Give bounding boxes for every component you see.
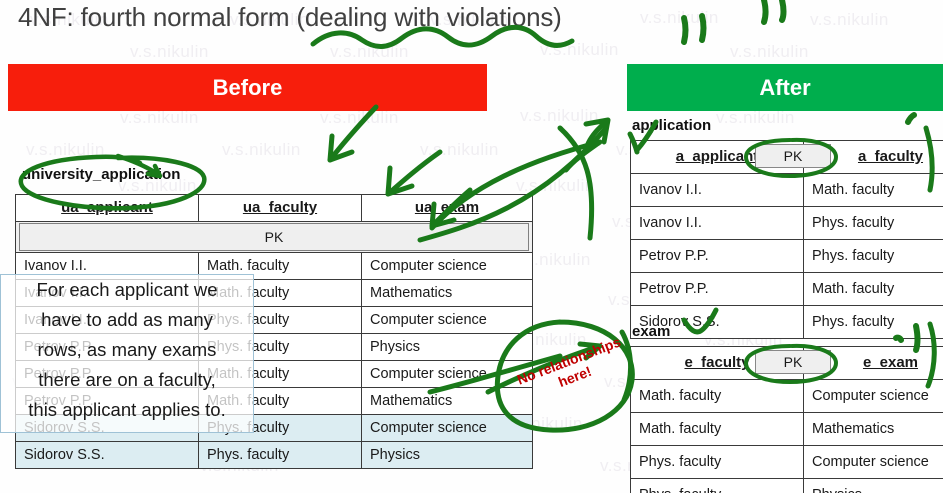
table-row: Math. faculty Computer science — [630, 379, 943, 413]
long-arrow-head-ink — [583, 117, 611, 153]
table-header-row: a_applicant a_faculty — [630, 140, 943, 174]
cell: Computer science — [803, 445, 943, 479]
callout-box: For each applicant we have to add as man… — [0, 274, 254, 433]
watermark-text: v.s.nikulin — [540, 40, 619, 59]
cell: Phys. faculty — [803, 239, 943, 273]
cell: Math. faculty — [630, 379, 804, 413]
pk-badge-application: PK — [755, 144, 831, 168]
arrow-head2-ink — [385, 165, 415, 197]
exam-table-name: exam — [632, 323, 671, 340]
page-title: 4NF: fourth normal form (dealing with vi… — [18, 2, 562, 32]
arrow-to-ua-exam-ink — [327, 104, 379, 163]
watermark-text: v.s.nikulin — [420, 140, 499, 159]
table-row: Phys. faculty Physics — [630, 478, 943, 493]
cell: Computer science — [361, 306, 533, 334]
banner-before: Before — [8, 64, 487, 111]
banner-before-label: Before — [212, 74, 283, 100]
watermark-text: v.s.nikulin — [640, 8, 719, 27]
cell: Math. faculty — [630, 412, 804, 446]
watermark-text: v.s.nikulin — [810, 10, 889, 29]
dot-right-application-ink — [905, 112, 917, 125]
table-header-row: ua_applicant ua_faculty ua_exam — [15, 194, 533, 222]
cell: Physics — [361, 333, 533, 361]
cell: Physics — [803, 478, 943, 493]
table-row: Phys. faculty Computer science — [630, 445, 943, 479]
pk-label: PK — [783, 148, 803, 164]
column-header: ua_exam — [361, 194, 533, 222]
top-flick-3-ink — [761, 0, 769, 25]
arrow-ua-exam-2-ink — [385, 149, 443, 197]
table-row: Ivanov I.I. Math. faculty — [630, 173, 943, 207]
watermark-text: v.s.nikulin — [716, 108, 795, 127]
cell: Computer science — [803, 379, 943, 413]
cell: Mathematics — [361, 279, 533, 307]
banner-after-label: After — [759, 74, 811, 100]
cell: Mathematics — [803, 412, 943, 446]
cell: Computer science — [361, 414, 533, 442]
cell: Computer science — [361, 360, 533, 388]
pk-badge: PK — [15, 221, 533, 253]
pk-label: PK — [19, 223, 529, 251]
callout-line: rows, as many exams — [37, 339, 217, 360]
column-header: ua_applicant — [15, 194, 199, 222]
cell: Math. faculty — [803, 272, 943, 306]
before-table-name: university_application — [22, 166, 181, 183]
callout-line: there are on a faculty, — [38, 369, 216, 390]
table-row: Petrov P.P. Phys. faculty — [630, 239, 943, 273]
watermark-text: v.s.nikulin — [516, 176, 595, 195]
watermark-text: v.s.nikulin — [730, 42, 809, 61]
cell: Phys. faculty — [630, 445, 804, 479]
table-row: Sidorov S.S. Phys. faculty Physics — [15, 441, 533, 469]
watermark-text: v.s.nikulin — [520, 106, 599, 125]
callout-line: For each applicant we — [36, 279, 218, 300]
watermark-text: v.s.nikulin — [130, 42, 209, 61]
callout-line: have to add as many — [41, 309, 213, 330]
top-flick-4-ink — [779, 0, 787, 23]
top-flick-2-ink — [699, 13, 707, 43]
arrow-head-ink — [327, 133, 355, 163]
pk-row: PK — [15, 221, 533, 253]
long-arrow-curve3-ink — [557, 125, 595, 241]
banner-after: After — [627, 64, 943, 111]
pk-badge-exam: PK — [755, 350, 831, 374]
cell: Ivanov I.I. — [630, 173, 804, 207]
cell: Phys. faculty — [803, 305, 943, 339]
watermark-text: v.s.nikulin — [320, 108, 399, 127]
table-row: Sidorov S.S. Phys. faculty — [630, 305, 943, 339]
callout-line: this applicant applies to. — [28, 399, 226, 420]
cell: Mathematics — [361, 387, 533, 415]
watermark-text: v.s.nikulin — [222, 140, 301, 159]
cell: Petrov P.P. — [630, 239, 804, 273]
cell: Petrov P.P. — [630, 272, 804, 306]
pk-label: PK — [783, 354, 803, 370]
watermark-text: v.s.nikulin — [26, 140, 105, 159]
cell: Phys. faculty — [198, 441, 362, 469]
cell: Sidorov S.S. — [15, 441, 199, 469]
top-flick-1-ink — [681, 15, 689, 45]
watermark-text: v.s.nikulin — [330, 42, 409, 61]
cell: Physics — [361, 441, 533, 469]
application-table-name: application — [632, 117, 712, 134]
watermark-text: v.s.nikulin — [120, 108, 199, 127]
cell: Ivanov I.I. — [630, 206, 804, 240]
column-header: ua_faculty — [198, 194, 362, 222]
table-row: Petrov P.P. Math. faculty — [630, 272, 943, 306]
table-row: Math. faculty Mathematics — [630, 412, 943, 446]
cell: Math. faculty — [803, 173, 943, 207]
cell: Phys. faculty — [803, 206, 943, 240]
cell: Phys. faculty — [630, 478, 804, 493]
table-row: Ivanov I.I. Phys. faculty — [630, 206, 943, 240]
exam-table: e_faculty e_exam Math. faculty Computer … — [630, 346, 943, 493]
cell: Computer science — [361, 252, 533, 280]
application-table: a_applicant a_faculty Ivanov I.I. Math. … — [630, 140, 943, 339]
